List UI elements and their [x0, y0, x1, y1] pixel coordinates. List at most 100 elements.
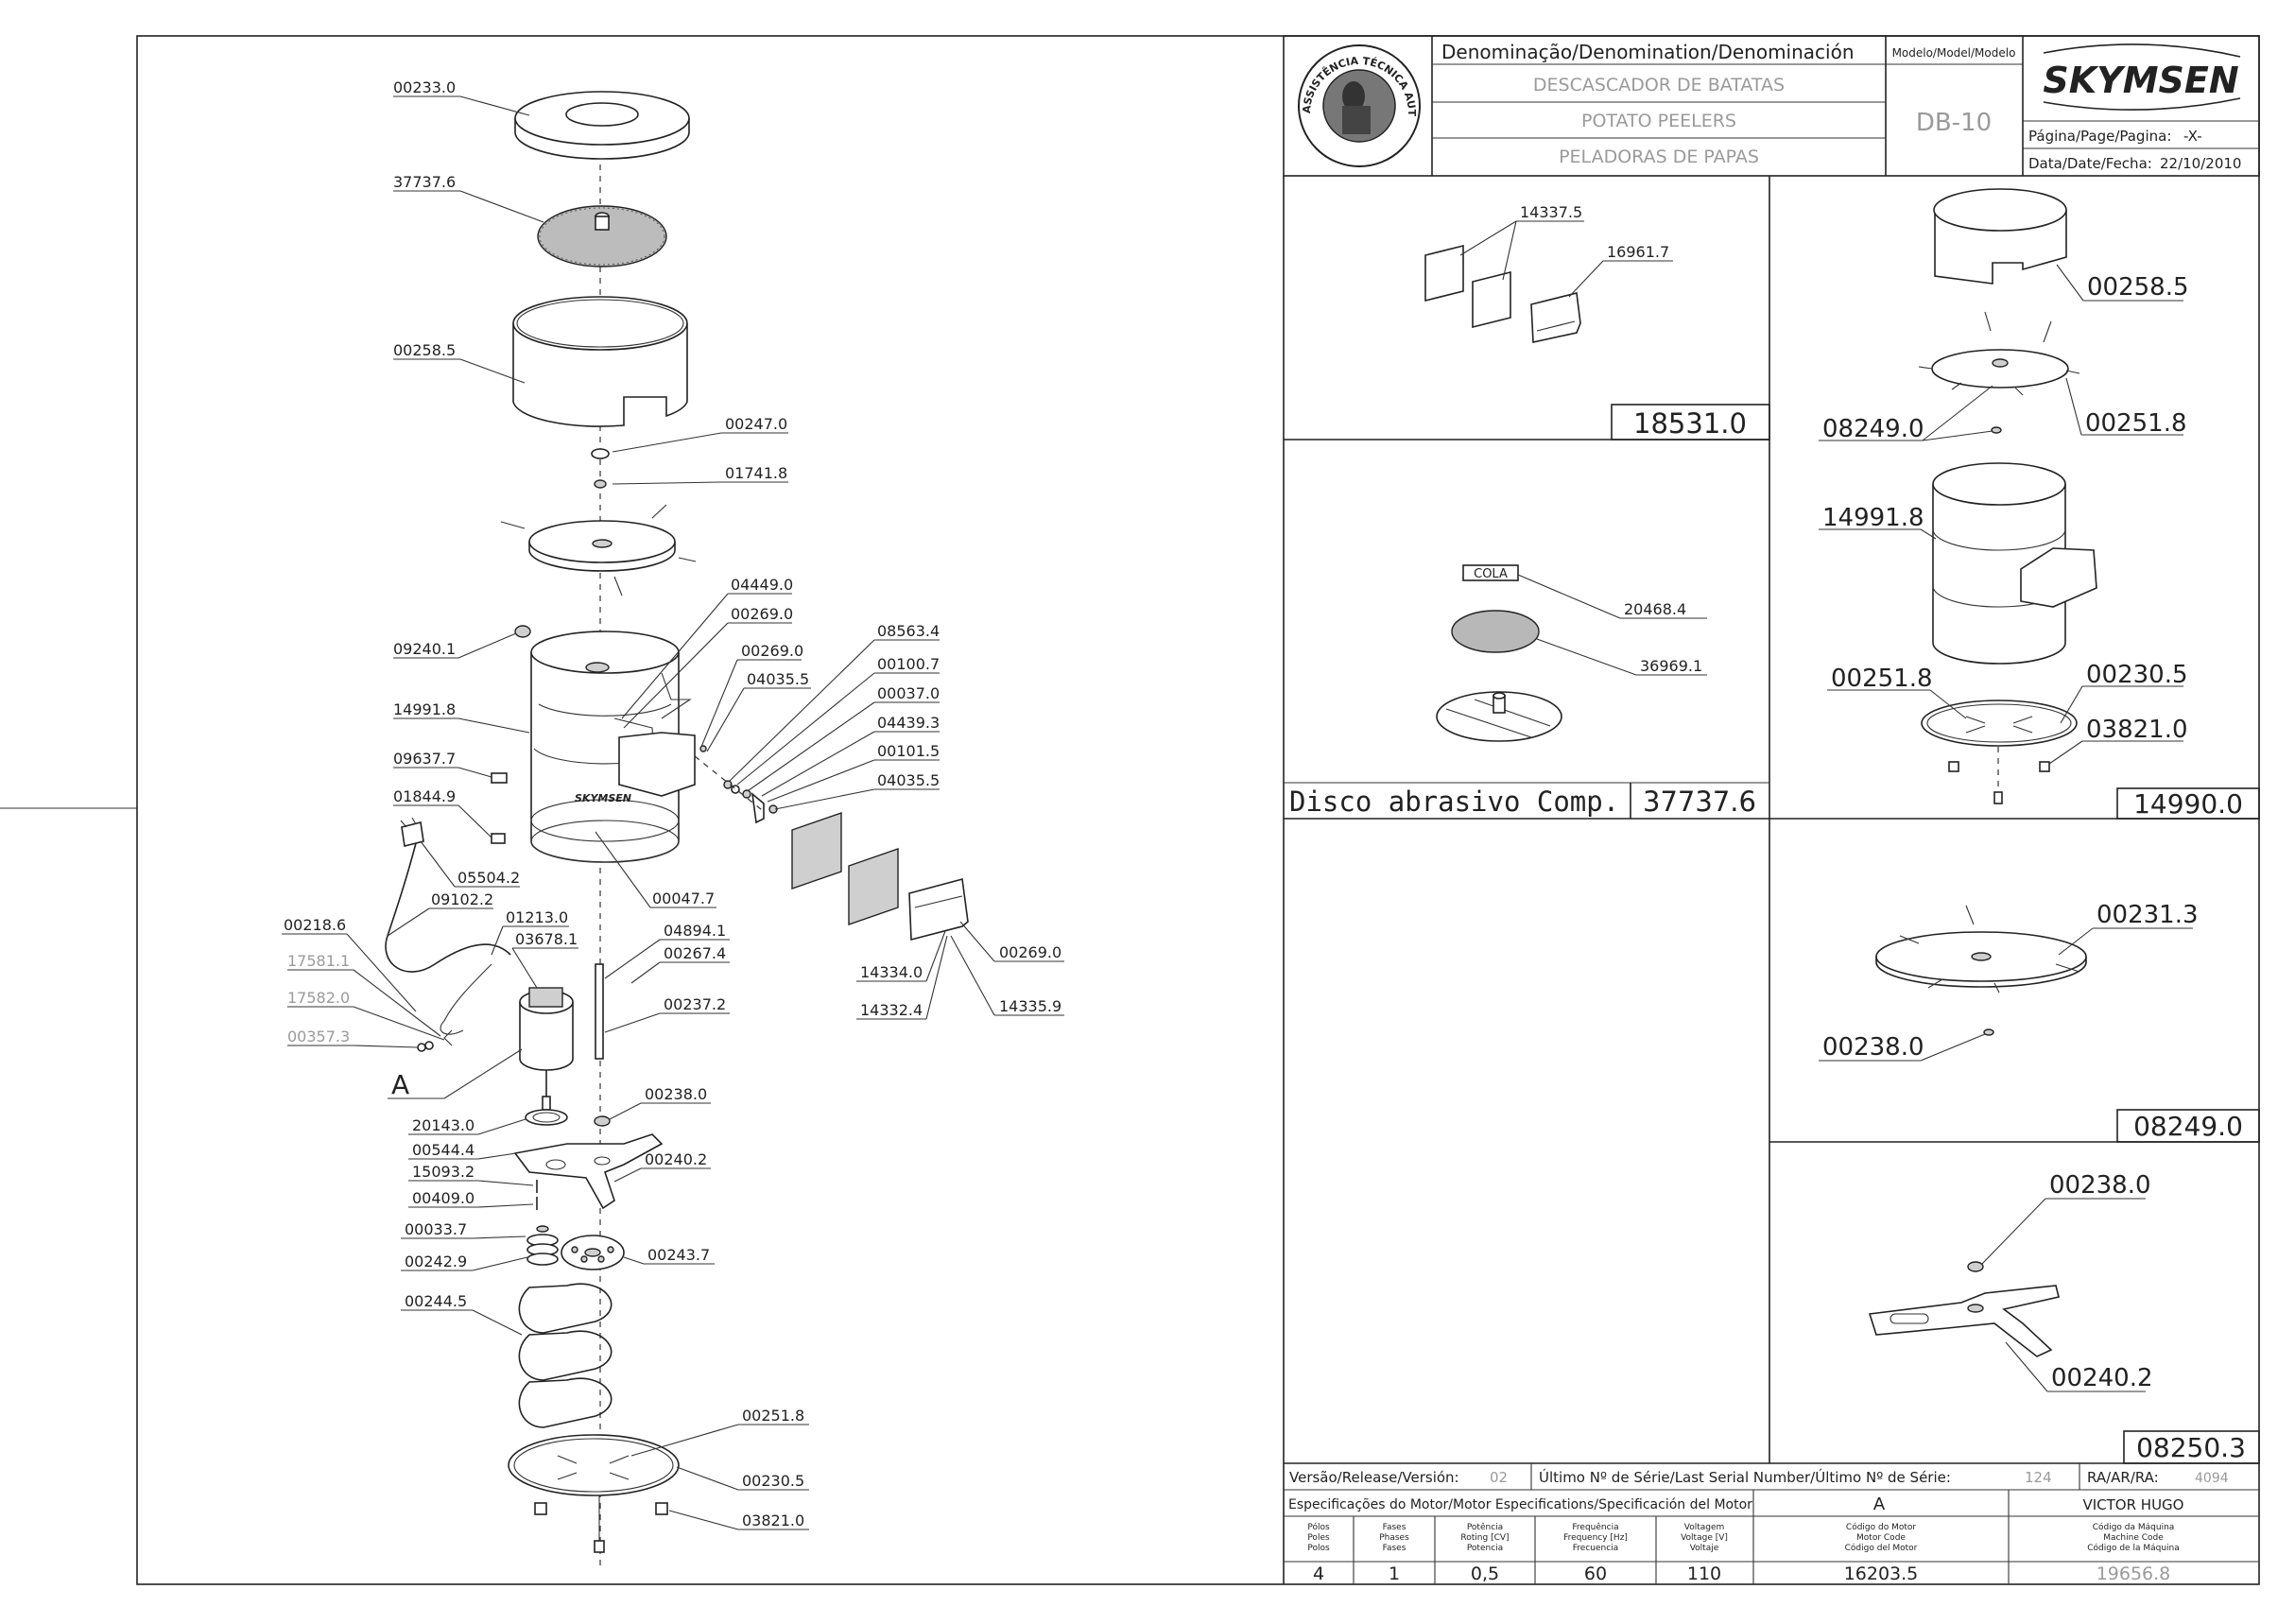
part-label: 14332.4 [860, 1001, 923, 1019]
part-label: 36969.1 [1640, 657, 1702, 675]
part-label: 09637.7 [393, 750, 456, 768]
part-label: 00240.2 [645, 1150, 707, 1168]
disc-caption: Disco abrasivo Comp. [1289, 786, 1619, 818]
part-label: 00269.0 [741, 642, 803, 660]
part-label: 00047.7 [652, 890, 715, 907]
model-label: Modelo/Model/Modelo [1892, 46, 2016, 60]
part-label: 00238.0 [1822, 1033, 1924, 1062]
motor-letter: A [1873, 1494, 1886, 1514]
ring-20143 [525, 1109, 568, 1126]
col-header-phases: Fases [1383, 1544, 1406, 1553]
abrasive-disc-top [537, 205, 667, 268]
power-value: 0,5 [1471, 1564, 1499, 1584]
col-header-voltage: Voltagem [1684, 1523, 1725, 1532]
part-label: 00357.3 [287, 1028, 350, 1045]
part-label: 04439.3 [877, 714, 940, 732]
part-label: 00218.6 [284, 916, 346, 934]
part-label: 37737.6 [393, 173, 456, 191]
page-label: Página/Page/Pagina: [2028, 128, 2171, 145]
motor-a [519, 987, 574, 1111]
col-header-voltage: Voltage [V] [1681, 1533, 1728, 1543]
col-header-poles: Pólos [1307, 1522, 1330, 1532]
col-header-motor-code: Código do Motor [1846, 1522, 1916, 1532]
part-label: 04035.5 [747, 670, 809, 688]
part-label: 09240.1 [393, 640, 456, 658]
panel-14990: 00258.5 08249.0 00251.8 14991.8 00251.8 … [1819, 188, 2260, 820]
large-pulley [561, 1235, 625, 1270]
version-label: Versão/Release/Versión: [1289, 1469, 1459, 1486]
part-label: 14337.5 [1520, 203, 1582, 221]
part-label: 00267.4 [664, 944, 726, 962]
col-header-poles: Poles [1307, 1533, 1330, 1543]
seal-text: ASSISTÊNCIA TÉCNICA AUTORIZADA [0, 0, 1418, 117]
part-label: 00244.5 [405, 1292, 467, 1310]
part-label: 08249.0 [1822, 415, 1924, 443]
side-panels [791, 812, 969, 942]
assembly-number: 08249.0 [2133, 1111, 2243, 1142]
col-header-machine-code: Machine Code [2103, 1533, 2164, 1543]
part-label: 00544.4 [412, 1141, 475, 1159]
part-label: 00033.7 [405, 1220, 467, 1238]
main-part-labels: 00233.0 37737.6 00258.5 00247.0 01741.8 … [282, 78, 1064, 1530]
detail-panel-grid [1284, 176, 2259, 1464]
footer-table: Versão/Release/Versión: 02 Último Nº de … [1284, 1463, 2259, 1584]
author-name: VICTOR HUGO [2082, 1496, 2183, 1513]
poles-value: 4 [1313, 1564, 1324, 1584]
date-label: Data/Date/Fecha: [2028, 155, 2152, 172]
part-label: 00243.7 [647, 1246, 710, 1264]
cap-09240 [514, 625, 531, 638]
denomination-label: Denominação/Denomination/Denominación [1441, 41, 1855, 63]
part-label: 00251.8 [2085, 409, 2187, 438]
page-value: -X- [2183, 128, 2202, 145]
part-label: 04449.0 [731, 576, 793, 594]
col-header-frequency: Frequência [1572, 1522, 1618, 1532]
col-header-voltage: Voltaje [1690, 1544, 1719, 1553]
part-label: 08563.4 [877, 622, 940, 640]
product-name-pt: DESCASCADOR DE BATATAS [1533, 75, 1785, 95]
part-label: 00251.8 [1831, 665, 1933, 693]
assembly-number: 18531.0 [1633, 407, 1747, 440]
part-label: 09102.2 [431, 890, 493, 908]
label-01844 [491, 833, 506, 844]
nut-01741 [594, 479, 607, 489]
small-pulley [526, 1225, 559, 1266]
part-label: 14335.9 [999, 997, 1061, 1015]
product-name-es: PELADORAS DE PAPAS [1559, 147, 1759, 167]
plate-disc [500, 504, 697, 596]
serial-value: 124 [2025, 1469, 2052, 1486]
nut-00238 [594, 1115, 611, 1127]
part-label: 00231.3 [2097, 901, 2199, 929]
part-label: 00238.0 [2049, 1171, 2151, 1200]
col-header-power: Roting [CV] [1460, 1533, 1509, 1543]
seal-logo: ASSISTÊNCIA TÉCNICA AUTORIZADA [0, 0, 1421, 167]
col-header-power: Potencia [1467, 1544, 1503, 1553]
part-label: 00101.5 [877, 742, 940, 760]
part-label: 00269.0 [731, 605, 793, 623]
part-label: 00037.0 [877, 684, 940, 702]
col-header-motor-code: Código del Motor [1845, 1543, 1918, 1553]
part-label: 00237.2 [664, 995, 726, 1013]
title-block: ASSISTÊNCIA TÉCNICA AUTORIZADA Denominaç… [0, 0, 2259, 176]
drive-belts [518, 1283, 613, 1428]
part-label: 00258.5 [2087, 273, 2189, 302]
lid-ring [514, 91, 690, 160]
part-label: 01844.9 [393, 787, 456, 805]
sheet-frame [0, 35, 2260, 1585]
part-label: 03678.1 [515, 930, 578, 948]
part-label: 00251.8 [742, 1407, 804, 1425]
col-header-phases: Phases [1379, 1533, 1409, 1543]
part-label: 00409.0 [412, 1189, 475, 1207]
motor-code-value: 16203.5 [1844, 1564, 1919, 1584]
assembly-number: 37737.6 [1643, 786, 1756, 818]
part-label: 00242.9 [405, 1253, 467, 1270]
washer-00247 [591, 448, 610, 459]
part-label: 00238.0 [645, 1085, 707, 1103]
frequency-value: 60 [1584, 1564, 1607, 1584]
panel-disco-abrasivo: COLA 20468.4 36969.1 Disco abrasivo Comp… [1284, 564, 1769, 819]
label-09637 [491, 772, 508, 784]
part-label: 04035.5 [877, 771, 940, 789]
assembly-number: 08250.3 [2136, 1432, 2246, 1463]
cola-label: COLA [1474, 567, 1508, 581]
part-label: 20143.0 [412, 1116, 475, 1134]
